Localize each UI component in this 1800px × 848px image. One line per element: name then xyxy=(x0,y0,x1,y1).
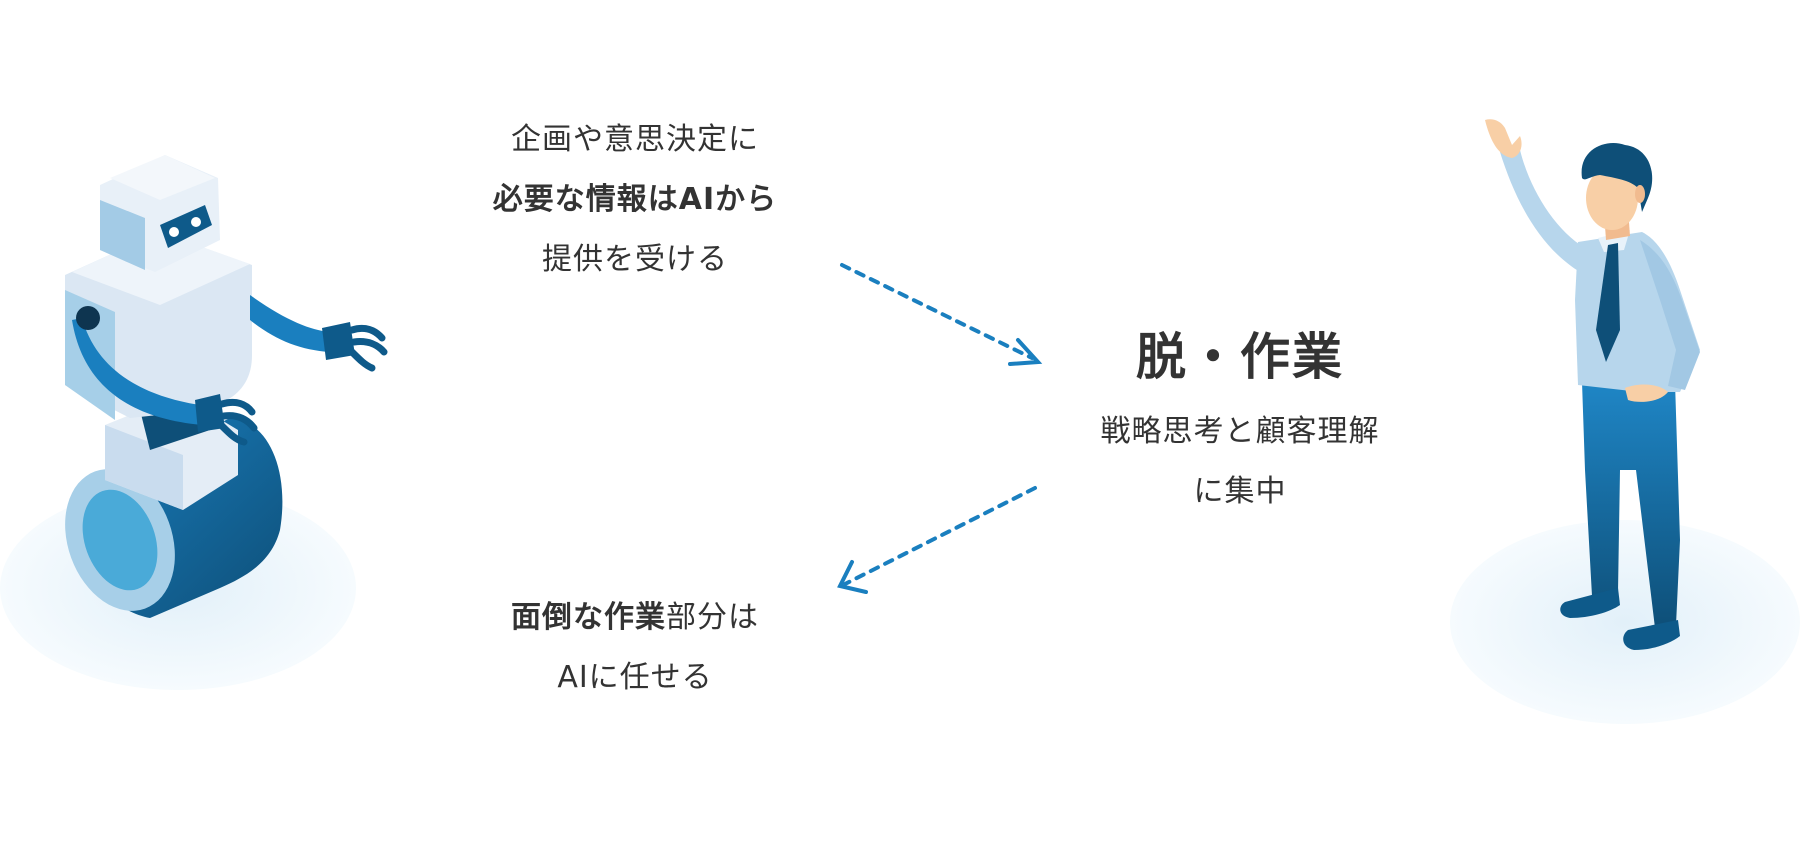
center-text-line-1: 戦略思考と顧客理解 xyxy=(1100,414,1380,449)
robot-wheel-hub xyxy=(82,489,158,591)
person-shoe-left xyxy=(1560,588,1620,618)
top-text-line-3: 提供を受ける xyxy=(542,242,728,277)
center-text-block: 脱・作業 戦略思考と顧客理解 に集中 xyxy=(1060,322,1420,522)
person-pants xyxy=(1582,382,1680,628)
person-arm-raised xyxy=(1500,150,1585,275)
person-face xyxy=(1586,166,1638,230)
bottom-text-line-2: AIに任せる xyxy=(557,660,713,695)
bottom-text-block: 面倒な作業部分は AIに任せる xyxy=(430,588,840,708)
bottom-text-line-1-bold: 面倒な作業 xyxy=(511,600,666,635)
center-headline: 脱・作業 xyxy=(1136,328,1344,386)
arrow-to-robot xyxy=(837,486,1037,594)
robot-illustration xyxy=(0,155,388,690)
center-text-line-2: に集中 xyxy=(1193,474,1287,509)
person-tie xyxy=(1596,243,1620,362)
person-hand-hip xyxy=(1625,384,1668,402)
top-text-line-1: 企画や意思決定に xyxy=(511,122,759,157)
robot-eye xyxy=(169,227,179,237)
top-text-block: 企画や意思決定に 必要な情報はAIから 提供を受ける xyxy=(430,110,840,290)
person-floor-shadow xyxy=(1450,520,1800,724)
person-shoe-right xyxy=(1623,620,1680,650)
robot-eye-visor xyxy=(160,205,212,248)
bottom-text-line-1: 面倒な作業部分は xyxy=(430,588,840,648)
top-text-line-2: 必要な情報はAIから xyxy=(492,182,778,217)
person-illustration xyxy=(1450,119,1800,724)
robot-hand-upper xyxy=(348,324,388,372)
robot-arm-upper xyxy=(250,295,330,352)
person-hair xyxy=(1581,143,1653,212)
robot-hand-lower xyxy=(218,398,258,446)
person-hand-raised xyxy=(1485,119,1522,158)
bottom-text-line-1-rest: 部分は xyxy=(666,600,759,635)
arrow-to-center xyxy=(840,263,1043,366)
